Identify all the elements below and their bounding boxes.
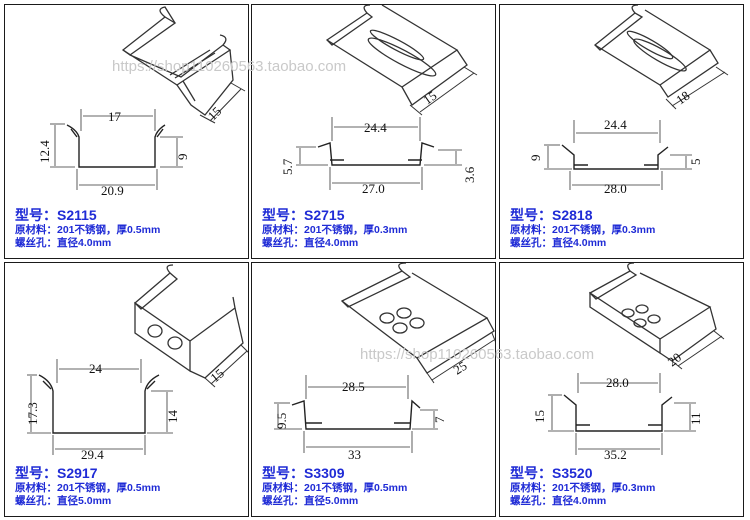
bottom-width-dimension: 29.4	[81, 447, 104, 462]
right-height-dimension: 5	[688, 159, 703, 166]
model-number: S2115	[57, 207, 97, 223]
hole-line: 螺丝孔：直径5.0mm	[262, 495, 359, 507]
product-info: 型号：S2115 原材料：201不锈钢，厚0.5mm 螺丝孔：直径4.0mm	[15, 207, 245, 250]
material-value: 201不锈钢，厚0.3mm	[552, 224, 656, 236]
material-value: 201不锈钢，厚0.3mm	[552, 482, 656, 494]
section-profile	[291, 399, 421, 430]
top-width-dimension: 24.4	[604, 117, 627, 132]
top-width-dimension: 24.4	[364, 120, 387, 135]
product-card: 18 24.4 28.0 9 5 型号：S2818 原材料：201不锈	[499, 4, 744, 259]
top-width-dimension: 28.0	[606, 375, 629, 390]
section-profile	[317, 142, 435, 166]
section-profile	[563, 394, 673, 432]
material-value: 201不锈钢，厚0.5mm	[304, 482, 408, 494]
hole-line: 螺丝孔：直径4.0mm	[15, 237, 112, 249]
product-info: 型号：S3520 原材料：201不锈钢，厚0.3mm 螺丝孔：直径4.0mm	[510, 465, 740, 508]
hole-value: 直径5.0mm	[57, 495, 112, 507]
material-line: 原材料：201不锈钢，厚0.3mm	[510, 224, 656, 236]
section-profile	[561, 144, 669, 170]
right-height-dimension: 11	[688, 412, 703, 425]
hole-line: 螺丝孔：直径4.0mm	[510, 495, 607, 507]
bottom-width-dimension: 27.0	[362, 181, 385, 196]
hole-value: 直径4.0mm	[57, 237, 112, 249]
bracket-drawing: 15 17 20.9 12.4 9	[37, 6, 246, 198]
material-value: 201不锈钢，厚0.3mm	[304, 224, 408, 236]
hole-value: 直径4.0mm	[552, 237, 607, 249]
product-card: 25 28.5 33 9.5 7 型号：S3309 原材料：201不锈	[251, 262, 496, 517]
left-height-dimension: 9.5	[274, 413, 289, 429]
hole-line: 螺丝孔：直径5.0mm	[15, 495, 112, 507]
material-line: 原材料：201不锈钢，厚0.5mm	[262, 482, 408, 494]
model-number: S3309	[304, 465, 345, 481]
product-info: 型号：S2715 原材料：201不锈钢，厚0.3mm 螺丝孔：直径4.0mm	[262, 207, 492, 250]
material-line: 原材料：201不锈钢，厚0.5mm	[15, 224, 161, 236]
left-height-dimension: 9	[528, 155, 543, 162]
model-number: S2917	[57, 465, 98, 481]
watermark: https://shop110260563.taobao.com	[112, 58, 347, 75]
bottom-width-dimension: 35.2	[604, 447, 627, 462]
material-value: 201不锈钢，厚0.5mm	[57, 224, 161, 236]
left-height-dimension: 5.7	[280, 158, 295, 175]
model-line: 型号：S2818	[510, 207, 593, 223]
hole-value: 直径4.0mm	[552, 495, 607, 507]
hole-line: 螺丝孔：直径4.0mm	[262, 237, 359, 249]
left-height-dimension: 17.3	[25, 402, 40, 425]
model-number: S3520	[552, 465, 593, 481]
hole-value: 直径4.0mm	[304, 237, 359, 249]
model-line: 型号：S3309	[262, 465, 345, 481]
bracket-drawing: 18 24.4 28.0 9 5	[528, 5, 729, 196]
depth-dimension: 15	[420, 88, 439, 108]
right-height-dimension: 3.6	[462, 166, 477, 183]
product-card: 15 24.4 27.0 5.7 3.6 型号：S2715 原材料：2	[251, 4, 496, 259]
material-line: 原材料：201不锈钢，厚0.3mm	[262, 224, 408, 236]
bracket-drawing: 20 28.0 35.2 15 11	[532, 263, 725, 462]
bracket-drawing: 25 28.5 33 9.5 7	[274, 263, 495, 462]
top-width-dimension: 24	[89, 361, 103, 376]
hole-value: 直径5.0mm	[304, 495, 359, 507]
model-number: S2818	[552, 207, 593, 223]
top-width-dimension: 28.5	[342, 379, 365, 394]
depth-dimension: 15	[205, 104, 225, 124]
section-profile	[66, 124, 166, 168]
left-height-dimension: 15	[532, 410, 547, 423]
model-line: 型号：S2917	[15, 465, 98, 481]
model-line: 型号：S3520	[510, 465, 593, 481]
bracket-clip-back	[121, 16, 177, 56]
bottom-width-dimension: 28.0	[604, 181, 627, 196]
depth-dimension: 20	[665, 350, 684, 370]
material-line: 原材料：201不锈钢，厚0.3mm	[510, 482, 656, 494]
right-height-dimension: 14	[165, 410, 180, 424]
left-height-dimension: 12.4	[37, 140, 52, 163]
bracket-drawing: 15 24 29.4 17.3 14	[25, 264, 248, 462]
bottom-width-dimension: 20.9	[101, 183, 124, 198]
product-card: 15 17 20.9 12.4 9 型号：S2115 原	[4, 4, 249, 259]
depth-dimension: 18	[673, 88, 692, 108]
bracket-drawing: 15 24.4 27.0 5.7 3.6	[280, 5, 478, 196]
model-line: 型号：S2715	[262, 207, 345, 223]
model-number: S2715	[304, 207, 345, 223]
section-profile	[38, 374, 160, 434]
top-width-dimension: 17	[108, 109, 122, 124]
watermark: https://shop110260563.taobao.com	[360, 346, 595, 363]
bottom-width-dimension: 33	[348, 447, 361, 462]
model-line: 型号：S2115	[15, 207, 97, 223]
material-line: 原材料：201不锈钢，厚0.5mm	[15, 482, 161, 494]
product-info: 型号：S3309 原材料：201不锈钢，厚0.5mm 螺丝孔：直径5.0mm	[262, 465, 492, 508]
right-height-dimension: 9	[175, 154, 190, 161]
product-info: 型号：S2917 原材料：201不锈钢，厚0.5mm 螺丝孔：直径5.0mm	[15, 465, 245, 508]
product-card: 20 28.0 35.2 15 11 型号：S3520 原材料：201	[499, 262, 744, 517]
product-info: 型号：S2818 原材料：201不锈钢，厚0.3mm 螺丝孔：直径4.0mm	[510, 207, 740, 250]
product-card: 15 24 29.4 17.3 14 型号：S2917 原材料：201	[4, 262, 249, 517]
material-value: 201不锈钢，厚0.5mm	[57, 482, 161, 494]
right-height-dimension: 7	[432, 416, 447, 423]
hole-line: 螺丝孔：直径4.0mm	[510, 237, 607, 249]
